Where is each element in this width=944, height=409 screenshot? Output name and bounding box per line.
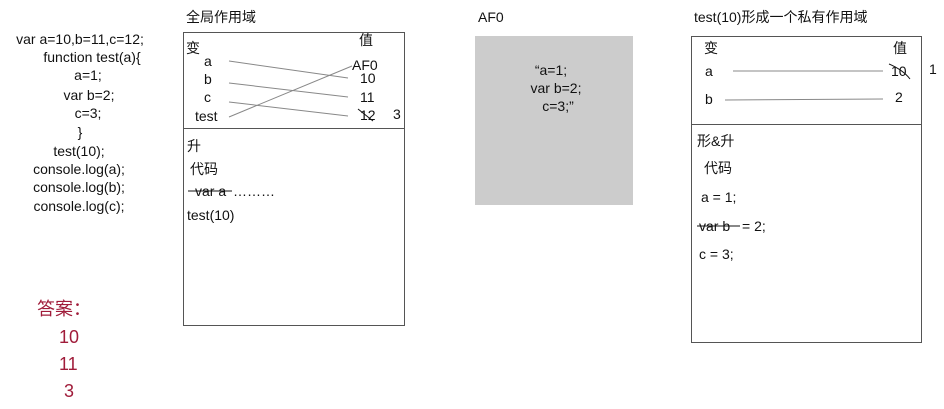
code-line: } [77, 124, 83, 140]
global-code-test-call: test(10) [187, 207, 235, 223]
global-var-test: test [195, 108, 218, 124]
global-scope-box [183, 32, 405, 326]
code-line: var a=10,b=11,c=12; [16, 31, 144, 47]
code-line: console.log(a); [33, 161, 125, 177]
global-var-c: c [204, 89, 211, 105]
global-var-a: a [204, 53, 212, 69]
private-code-var-b-crossed: var b [699, 218, 731, 234]
global-val-af0: AF0 [352, 57, 378, 73]
code-line: function test(a){ [43, 49, 141, 65]
code-line: console.log(b); [33, 179, 125, 195]
private-var-a: a [705, 63, 713, 79]
private-hoist-label: 形&升 [697, 133, 735, 149]
global-hoist-label: 升 [187, 138, 201, 154]
private-scope-title: test(10)形成一个私有作用域 [694, 9, 868, 25]
private-code-b-assign: = 2; [742, 218, 766, 234]
global-side-value: 3 [393, 106, 401, 122]
af0-title: AF0 [478, 9, 504, 25]
answer-value: 10 [59, 327, 80, 347]
global-scope-divider [184, 128, 404, 129]
private-side-value: 1 [929, 61, 937, 77]
global-code-var-a-crossed: var a [195, 183, 227, 199]
private-code-a: a = 1; [701, 189, 737, 205]
code-line: a=1; [74, 67, 102, 83]
global-code-ellipsis: ……… [233, 183, 275, 199]
global-val-header: 值 [359, 32, 373, 48]
code-line: c=3; [74, 105, 102, 121]
code-line: var b=2; [63, 87, 115, 103]
private-val-2: 2 [895, 89, 903, 105]
af0-heap-box [475, 36, 633, 205]
private-var-header: 变 [704, 40, 718, 56]
private-val-header: 值 [893, 40, 907, 56]
private-val-10-crossed: 10 [891, 63, 907, 79]
global-val-12-crossed: 12 [360, 107, 376, 123]
answer-value: 3 [64, 381, 75, 401]
global-val-10: 10 [360, 70, 376, 86]
global-var-header: 变 [186, 40, 200, 56]
code-line: console.log(c); [33, 198, 125, 214]
answer-label: 答案： [37, 299, 91, 319]
private-scope-divider [692, 124, 921, 125]
private-var-b: b [705, 91, 713, 107]
code-line: test(10); [53, 143, 105, 159]
answer-value: 11 [59, 354, 78, 374]
global-code-label: 代码 [190, 161, 218, 177]
af0-content-line: var b=2; [530, 80, 582, 96]
global-val-11: 11 [360, 89, 375, 105]
private-code-c: c = 3; [699, 246, 734, 262]
private-code-label: 代码 [704, 160, 732, 176]
af0-content-line: “a=1; [534, 62, 568, 78]
private-scope-box [691, 36, 922, 343]
af0-content-line: c=3;” [542, 98, 574, 114]
global-scope-title: 全局作用域 [186, 9, 256, 25]
global-var-b: b [204, 71, 212, 87]
